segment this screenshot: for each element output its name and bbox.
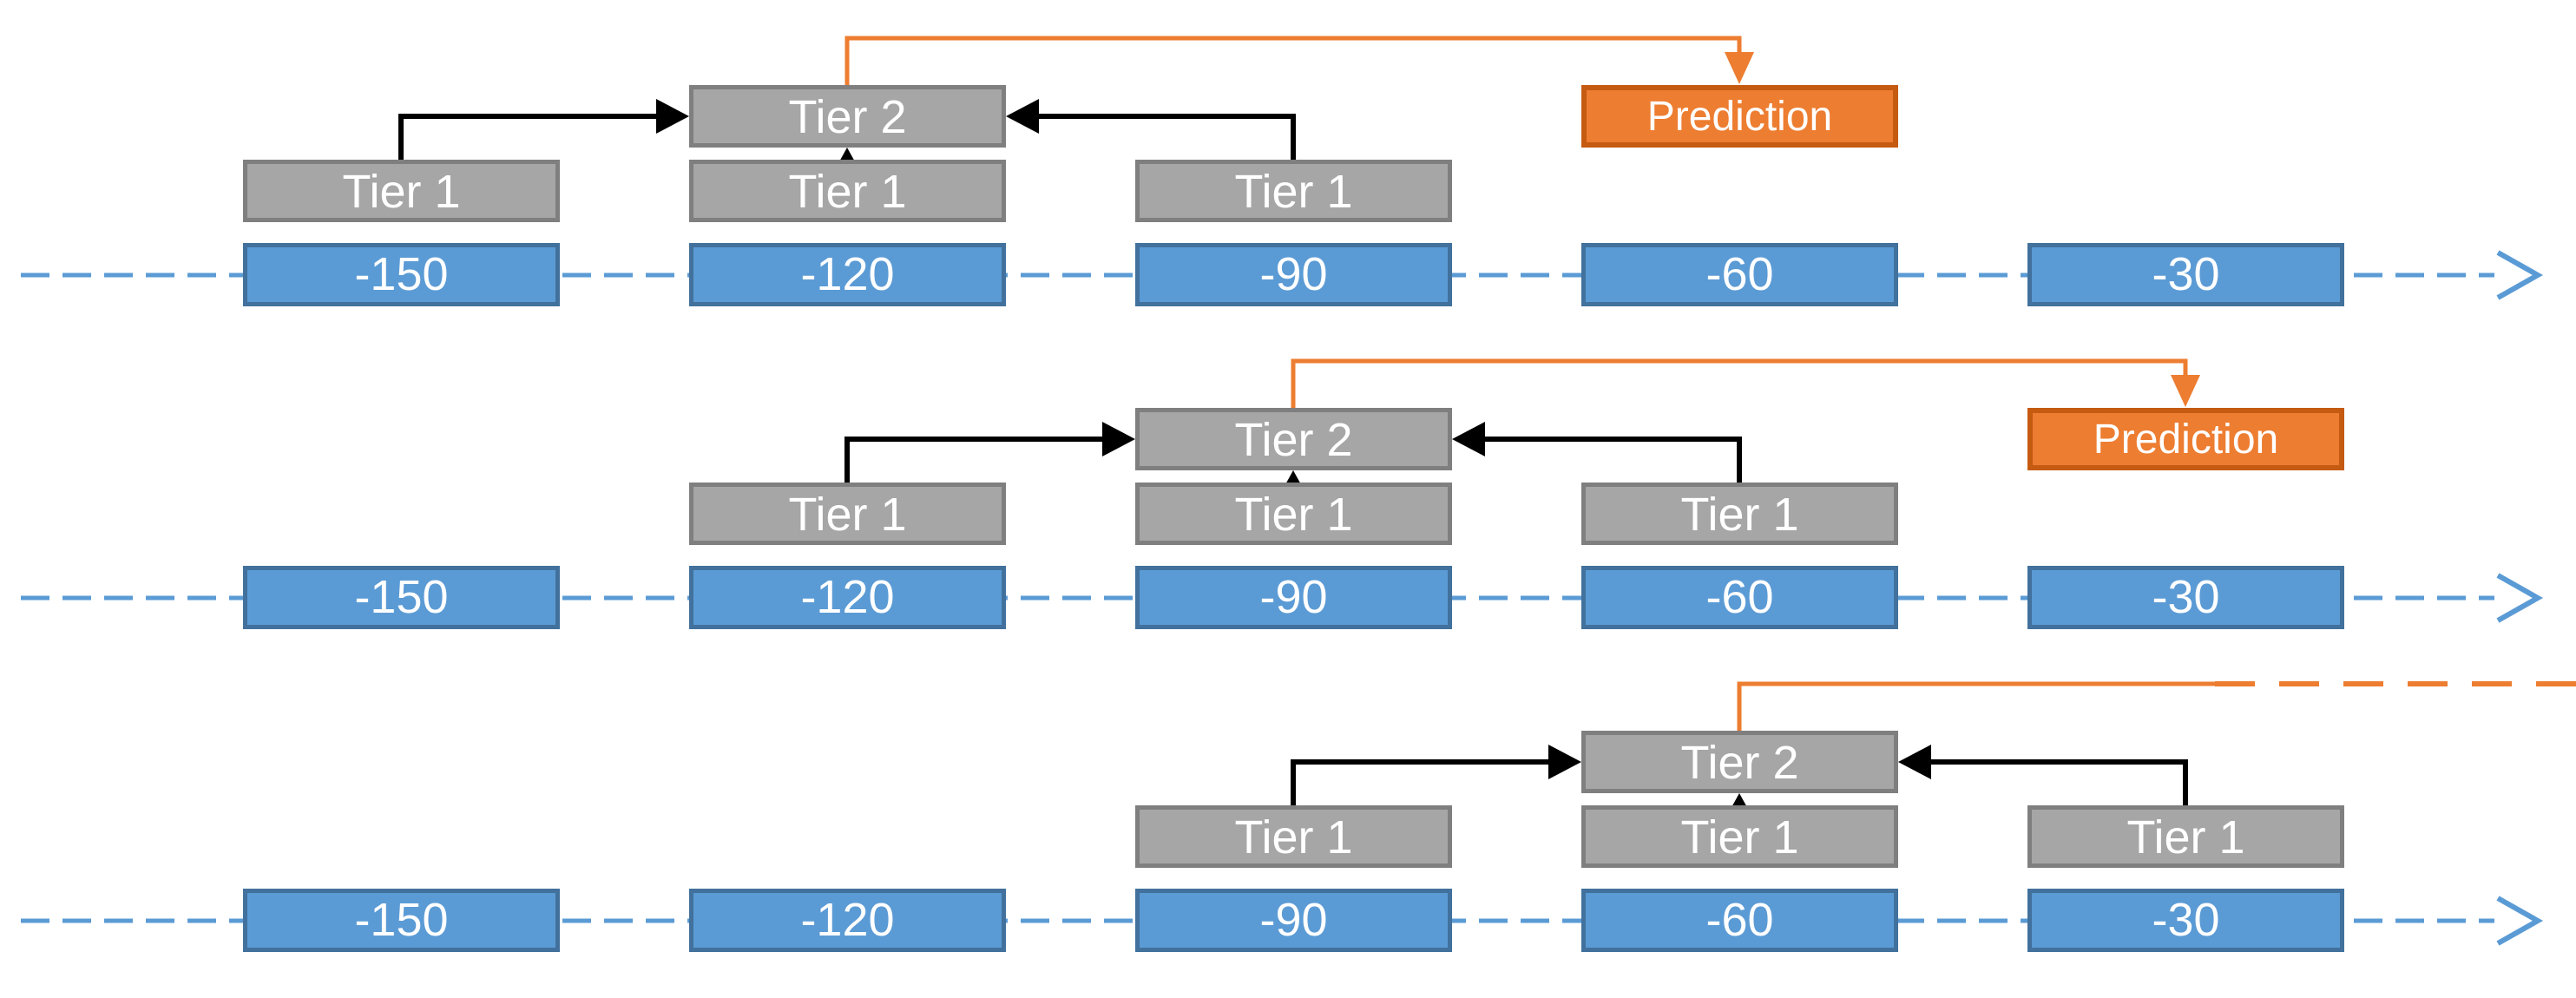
timeline-row-1: Tier 2 Prediction Tier 1 Tier 1 Tier 1 -… — [0, 0, 2576, 323]
tier1-box: Tier 1 — [1135, 805, 1452, 868]
timeline-arrow-icon — [2496, 896, 2544, 946]
prediction-box: Prediction — [1581, 85, 1898, 148]
timeline-node: -90 — [1135, 566, 1452, 629]
tier1-box: Tier 1 — [243, 160, 560, 222]
timeline-node: -30 — [2027, 889, 2344, 952]
timeline-row-3: Tier 2 Tier 1 Tier 1 Tier 1 -150 -120 -9… — [0, 646, 2576, 968]
arrow-left-icon — [1452, 422, 1485, 456]
arrow-down-icon — [2171, 375, 2200, 407]
timeline-node: -60 — [1581, 889, 1898, 952]
tier1-box: Tier 1 — [1135, 160, 1452, 222]
tier1-box: Tier 1 — [2027, 805, 2344, 868]
timeline-node: -60 — [1581, 243, 1898, 306]
prediction-connector-row1 — [844, 36, 1754, 85]
tier1-box: Tier 1 — [689, 483, 1006, 545]
timeline-node: -90 — [1135, 243, 1452, 306]
tier2-box: Tier 2 — [1581, 731, 1898, 793]
tier1-box: Tier 1 — [1135, 483, 1452, 545]
timeline-node: -30 — [2027, 243, 2344, 306]
tier1-box: Tier 1 — [689, 160, 1006, 222]
prediction-connector-row3 — [1737, 681, 2576, 731]
tier1-box: Tier 1 — [1581, 805, 1898, 868]
timeline-node: -60 — [1581, 566, 1898, 629]
timeline-arrow-icon — [2496, 573, 2544, 623]
timeline-node: -120 — [689, 243, 1006, 306]
arrow-left-icon — [1898, 745, 1931, 779]
timeline-arrow-icon — [2496, 250, 2544, 300]
timeline-node: -90 — [1135, 889, 1452, 952]
prediction-box: Prediction — [2027, 408, 2344, 470]
tier2-box: Tier 2 — [1135, 408, 1452, 470]
timeline-node: -150 — [243, 889, 560, 952]
arrow-right-icon — [1548, 745, 1581, 779]
arrow-right-icon — [1102, 422, 1135, 456]
timeline-node: -120 — [689, 889, 1006, 952]
arrow-down-icon — [1725, 52, 1754, 84]
arrow-right-icon — [656, 99, 689, 134]
prediction-connector-row2 — [1291, 358, 2200, 408]
tier2-box: Tier 2 — [689, 85, 1006, 148]
timeline-row-2: Tier 2 Prediction Tier 1 Tier 1 Tier 1 -… — [0, 323, 2576, 646]
tier1-box: Tier 1 — [1581, 483, 1898, 545]
timeline-node: -150 — [243, 243, 560, 306]
timeline-node: -30 — [2027, 566, 2344, 629]
timeline-node: -120 — [689, 566, 1006, 629]
arrow-left-icon — [1006, 99, 1039, 134]
timeline-node: -150 — [243, 566, 560, 629]
